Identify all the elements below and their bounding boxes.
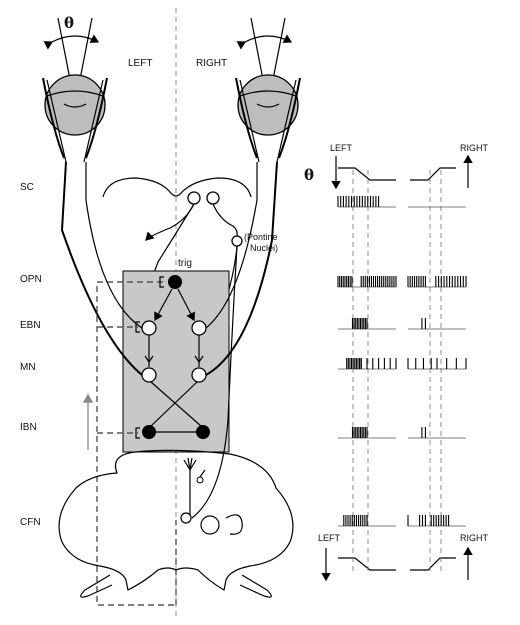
top-position-trace: θ LEFT RIGHT (304, 143, 489, 190)
fastigial-neurons (180, 457, 243, 535)
right-side-label: RIGHT (196, 58, 227, 69)
trace-right-top-label: RIGHT (460, 143, 489, 153)
left-theta-symbol: θ (64, 14, 74, 32)
row-label-cfn: CFN (20, 517, 41, 528)
superior-colliculus (102, 177, 252, 198)
spike-rows (337, 196, 467, 527)
brainstem-box (122, 270, 230, 453)
bottom-position-trace: LEFT RIGHT (318, 533, 489, 582)
pontine-label-line2: Nuclei) (250, 243, 278, 253)
pontine-label-line1: (Pontine (244, 232, 278, 242)
trig-label: trig (178, 258, 192, 269)
right-mn-output (205, 161, 278, 376)
row-label-sc: SC (20, 182, 34, 193)
brainstem-neurons (141, 275, 210, 439)
row-label-ebn: EBN (20, 320, 41, 331)
trace-left-top-label: LEFT (330, 143, 353, 153)
row-label-opn: OPN (20, 274, 42, 285)
left-mn-output (60, 161, 143, 376)
cerebellum-outline (58, 449, 294, 591)
cfn-feedback-dashed (96, 281, 176, 606)
left-side-label: LEFT (128, 58, 152, 69)
trace-theta-symbol: θ (304, 166, 314, 184)
left-eye: θ (42, 14, 108, 163)
row-label-ibn: IBN (20, 422, 37, 433)
trace-right-bottom-label: RIGHT (460, 533, 489, 543)
right-eye (235, 17, 301, 163)
trace-left-bottom-label: LEFT (318, 533, 341, 543)
row-label-mn: MN (20, 362, 36, 373)
